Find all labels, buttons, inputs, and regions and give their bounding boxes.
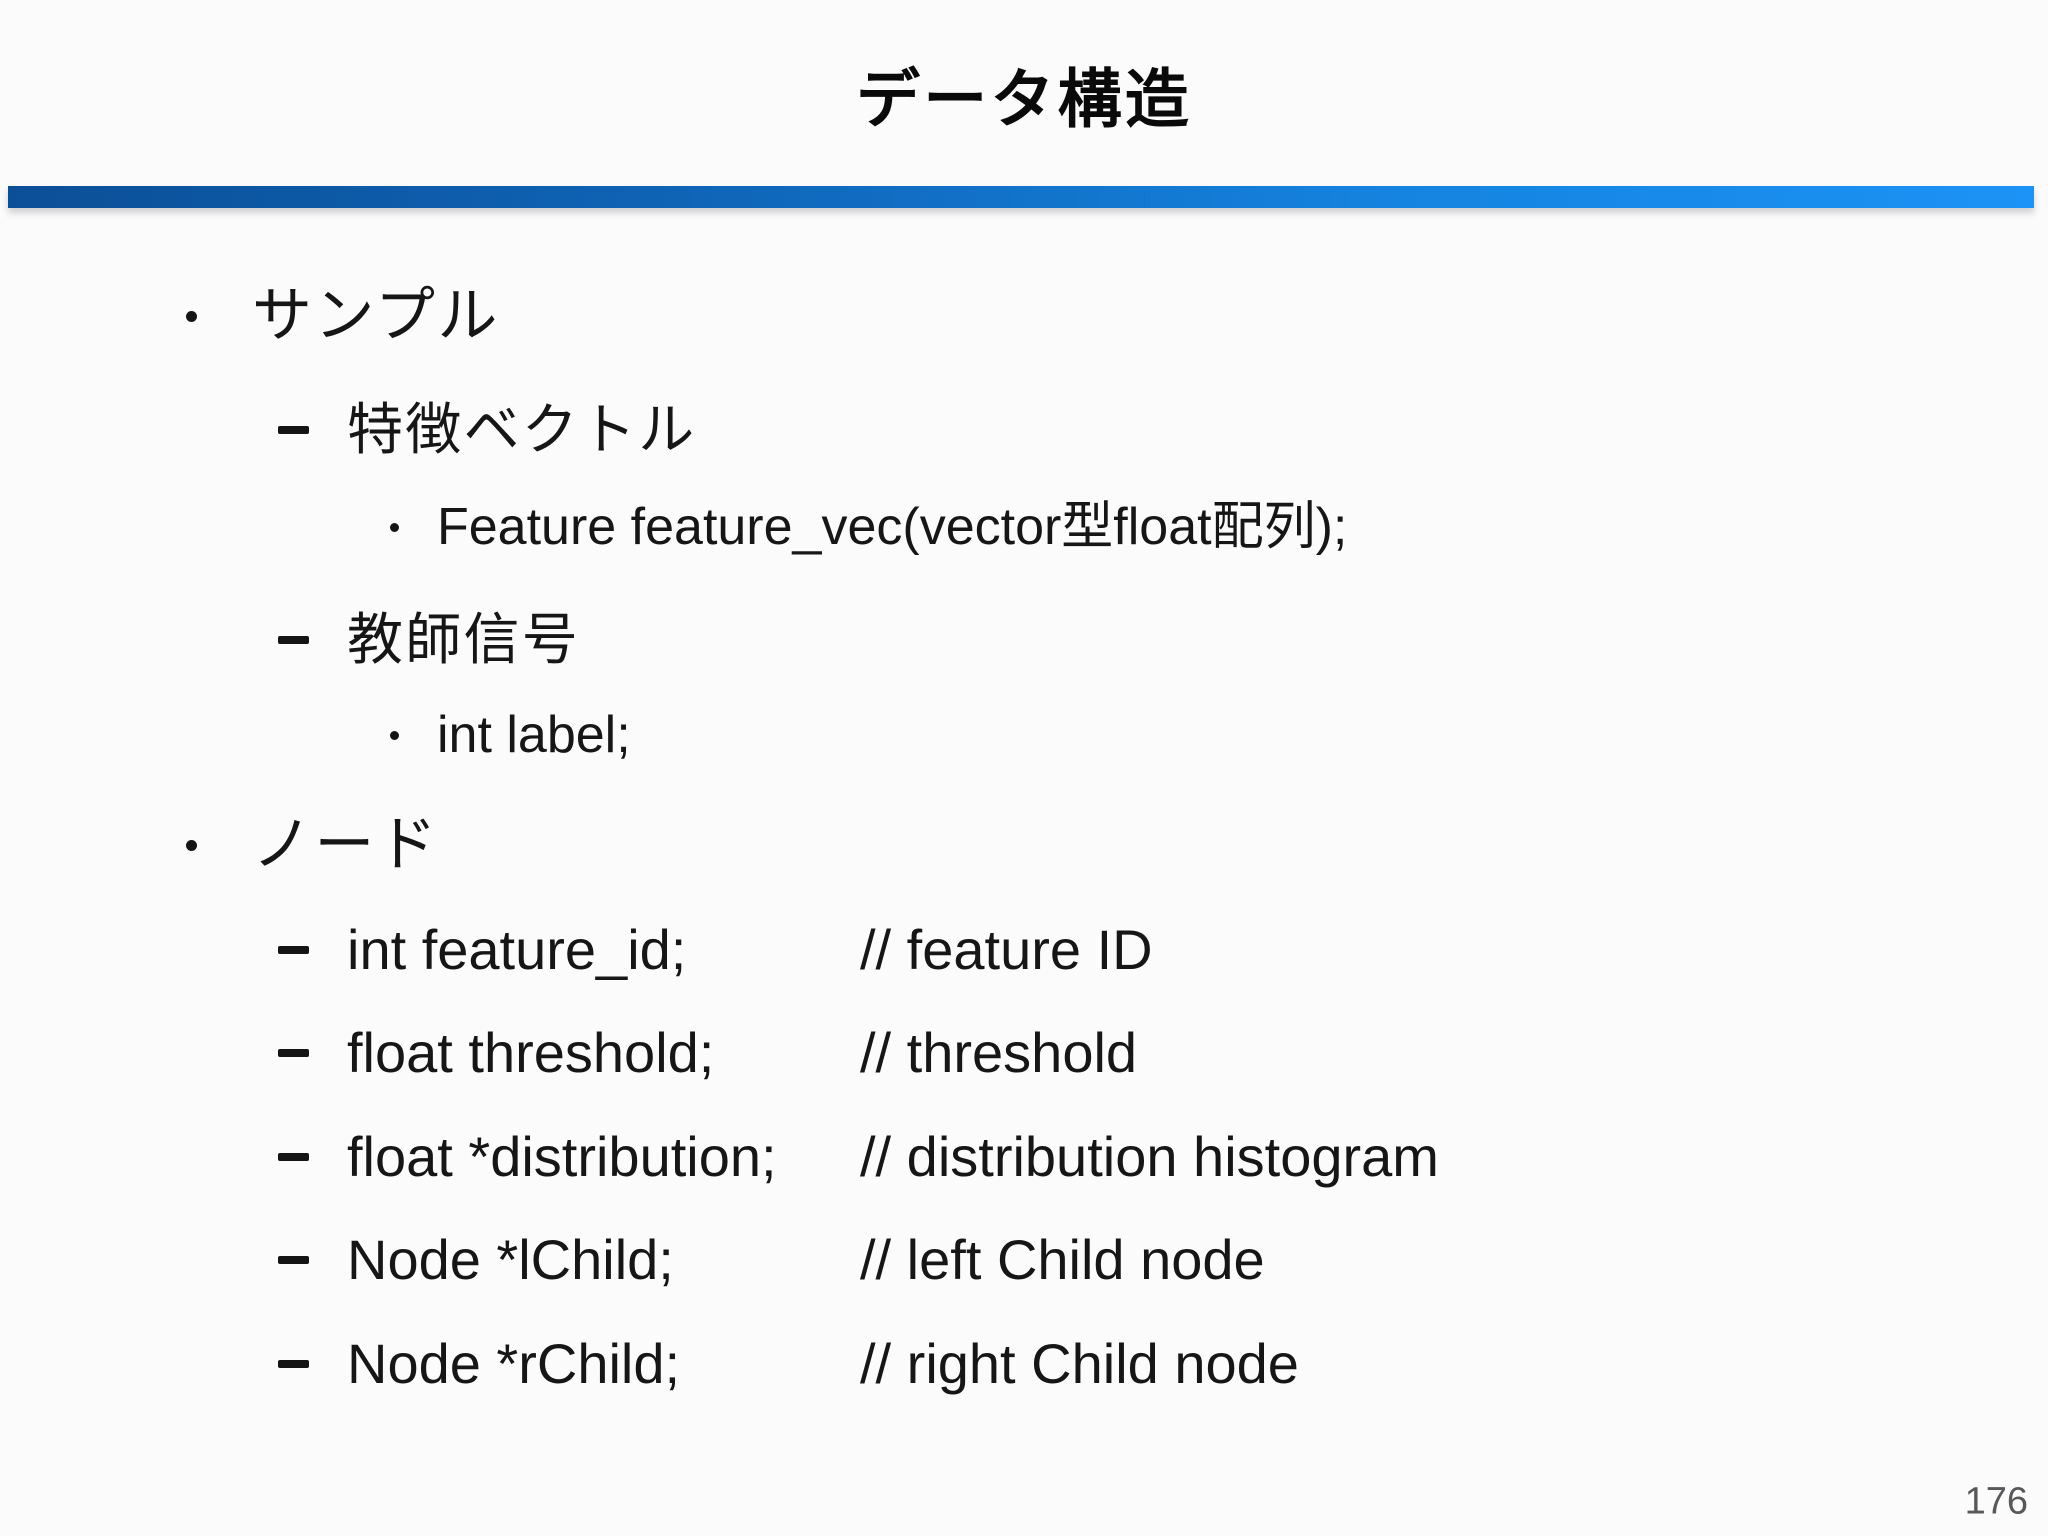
bullet-item-node: ノード [186, 815, 439, 875]
code-line-feature-id: int feature_id; // feature ID [278, 922, 1153, 978]
bullet-dot-icon [186, 310, 197, 322]
comment-text-feature-id: // feature ID [860, 918, 1153, 981]
code-line-lchild: Node *lChild; // left Child node [278, 1232, 1265, 1288]
comment-text-rchild: // right Child node [860, 1332, 1299, 1395]
bullet-dash-icon [278, 946, 309, 954]
slide-title: データ構造 [856, 63, 1192, 136]
bullet-dash-icon [278, 1049, 309, 1057]
code-line-threshold: float threshold; // threshold [278, 1025, 1137, 1081]
code-text-rchild: Node *rChild; [347, 1332, 681, 1395]
bullet-label-node: ノード [252, 811, 440, 878]
comment-text-threshold: // threshold [860, 1021, 1138, 1084]
code-text-lchild: Node *lChild; [347, 1228, 674, 1291]
code-line-int-label: int label; [390, 709, 631, 761]
bullet-dash-icon [278, 1153, 309, 1161]
comment-text-distribution: // distribution histogram [860, 1125, 1439, 1188]
code-line-feature-vec: Feature feature_vec(vector型float配列); [390, 501, 1347, 553]
bullet-item-sample: サンプル [186, 286, 500, 346]
title-rule-bar [8, 186, 2034, 208]
code-text-int-label: int label; [437, 706, 631, 764]
code-text-feature-id: int feature_id; [347, 918, 687, 981]
bullet-label-teacher-signal: 教師信号 [347, 608, 580, 671]
bullet-item-teacher-signal: 教師信号 [278, 612, 580, 668]
bullet-dash-icon [278, 1256, 309, 1264]
bullet-dot-icon [390, 522, 399, 532]
code-text-threshold: float threshold; [347, 1021, 715, 1084]
bullet-dot-icon [186, 839, 197, 851]
bullet-label-feature-vector: 特徴ベクトル [347, 398, 697, 461]
comment-text-lchild: // left Child node [860, 1228, 1265, 1291]
bullet-dash-icon [278, 1360, 309, 1368]
bullet-dash-icon [278, 426, 309, 434]
bullet-dash-icon [278, 636, 309, 644]
code-text-feature-vec: Feature feature_vec(vector型float配列); [437, 498, 1348, 556]
bullet-item-feature-vector: 特徴ベクトル [278, 402, 696, 458]
code-line-distribution: float *distribution; // distribution his… [278, 1129, 1439, 1185]
code-text-distribution: float *distribution; [347, 1125, 777, 1188]
bullet-label-sample: サンプル [252, 282, 500, 349]
bullet-dot-icon [390, 730, 399, 740]
page-number: 176 [1964, 1480, 2028, 1523]
code-line-rchild: Node *rChild; // right Child node [278, 1336, 1299, 1392]
